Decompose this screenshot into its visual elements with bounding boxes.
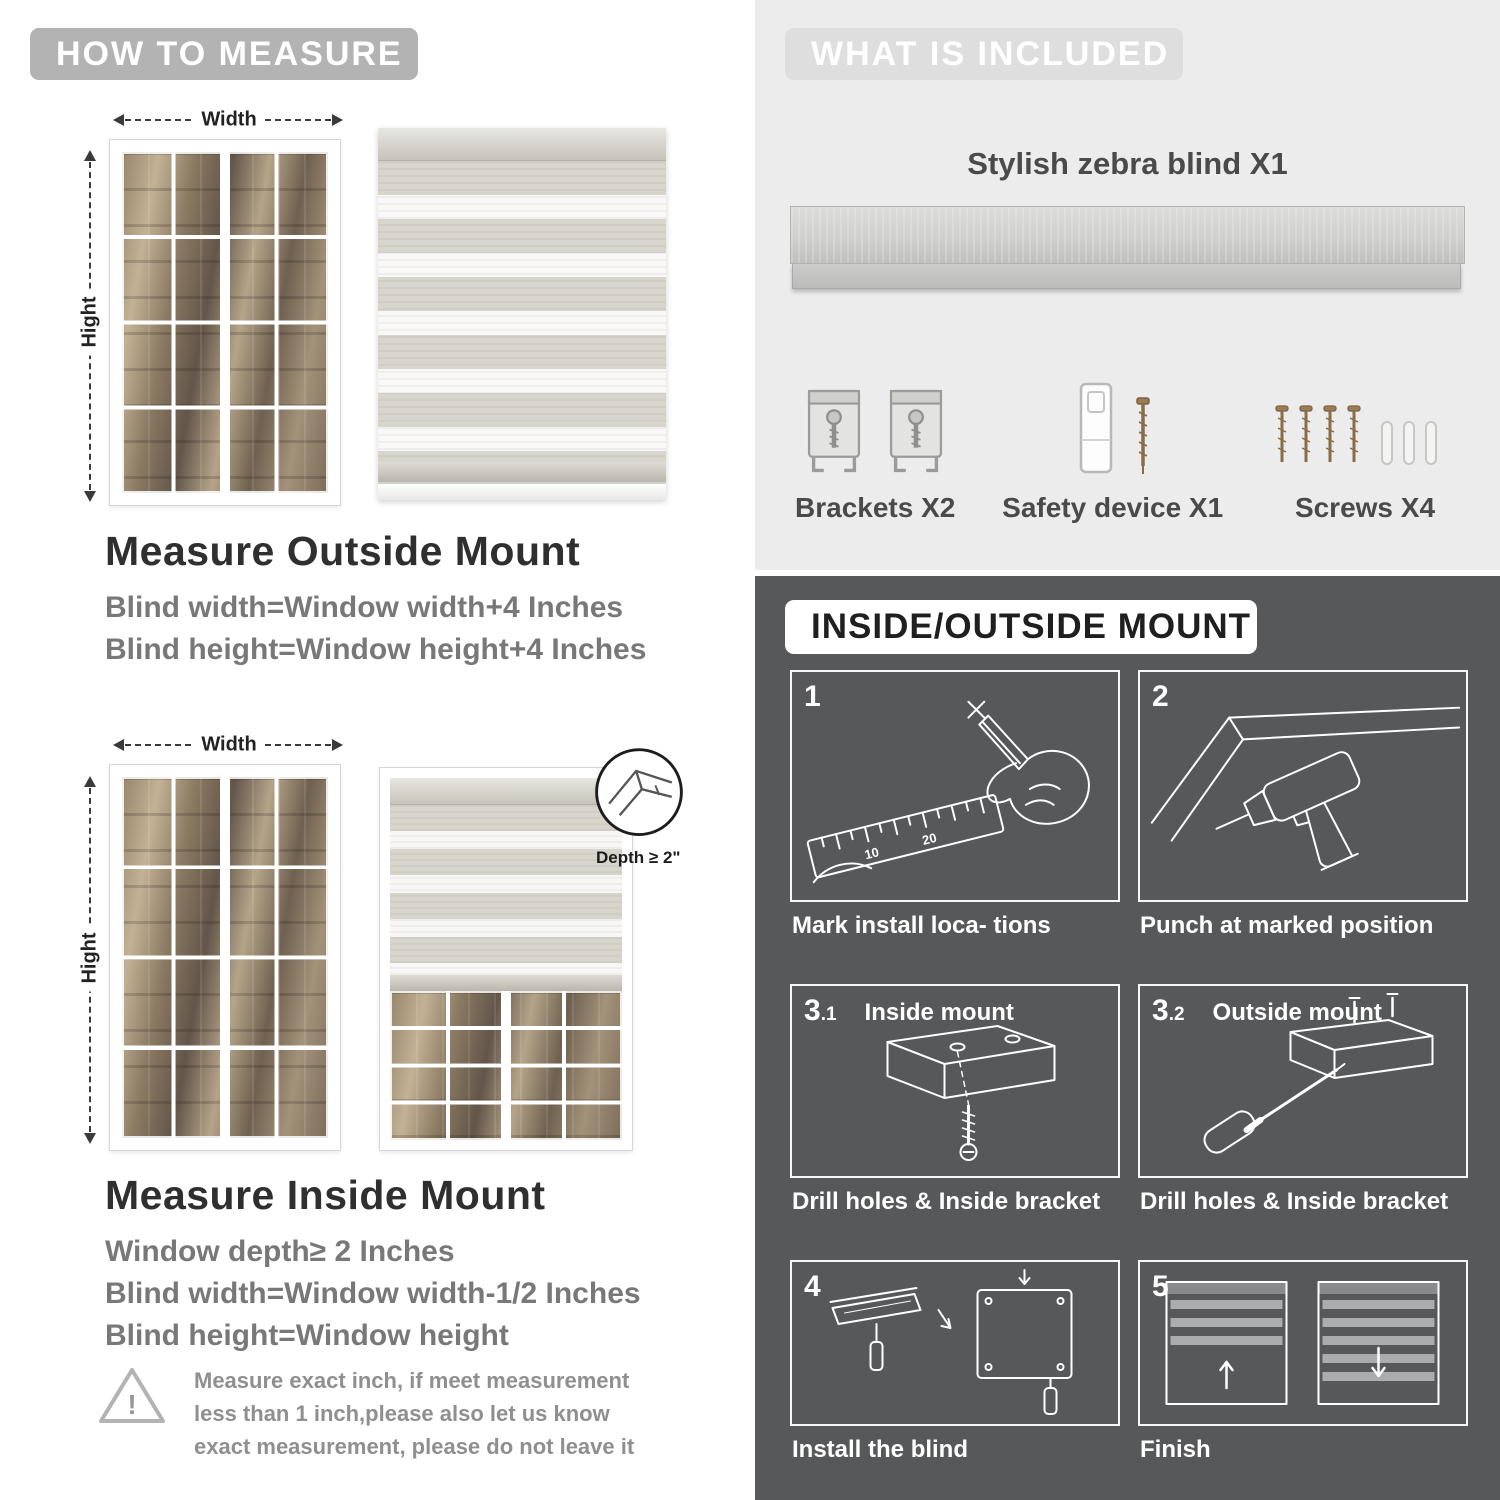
step-5: 5 xyxy=(1138,1260,1468,1474)
step-3-1-panel: 3 .1 Inside mount xyxy=(790,984,1120,1178)
safety-device-label: Safety device X1 xyxy=(1002,492,1224,523)
step-5-caption: Finish xyxy=(1140,1436,1211,1463)
blind-bottom-rail xyxy=(378,462,666,482)
window-glass xyxy=(122,777,328,1138)
screw-icon xyxy=(1135,397,1150,474)
bracket-icon xyxy=(890,389,943,473)
inside-bracket-illustration xyxy=(886,1025,1056,1161)
what-is-included-header: WHAT IS INCLUDED xyxy=(785,28,1183,80)
window-sill xyxy=(378,482,666,500)
window-illustration-inside xyxy=(110,765,340,1150)
inside-outside-mount-section: INSIDE/OUTSIDE MOUNT 1 xyxy=(755,576,1500,1500)
step-1: 1 10 20 xyxy=(790,670,1120,984)
blind-bottom-rail xyxy=(390,975,622,991)
outside-mount-formula-width: Blind width=Window width+4 Inches xyxy=(105,591,624,624)
what-is-included-section: WHAT IS INCLUDED Stylish zebra blind X1 xyxy=(755,0,1500,570)
safety-device-icon xyxy=(1079,382,1112,474)
step-1-panel: 1 10 20 xyxy=(790,670,1120,902)
what-is-included-title: WHAT IS INCLUDED xyxy=(811,34,1170,73)
step-4: 4 xyxy=(790,1260,1120,1474)
zebra-blind-illustration-outside xyxy=(378,128,666,500)
step-4-panel: 4 xyxy=(790,1260,1120,1426)
window-glass xyxy=(122,152,328,493)
step-2-panel: 2 xyxy=(1138,670,1468,902)
inside-mount-formula-height: Blind height=Window height xyxy=(105,1319,509,1352)
step-3-1: 3 .1 Inside mount xyxy=(790,984,1120,1260)
blind-zebra-fabric xyxy=(378,161,666,462)
outside-mount-text-block: Measure Outside Mount Blind width=Window… xyxy=(105,528,725,675)
ruler-mark-20: 20 xyxy=(921,830,939,848)
zebra-blind-in-window-illustration xyxy=(380,768,632,1150)
height-label-inside: Hight xyxy=(78,924,102,992)
step-3-2-caption: Drill holes & Inside bracket xyxy=(1140,1188,1449,1215)
inside-mount-formula-width: Blind width=Window width-1/2 Inches xyxy=(105,1277,641,1310)
outside-bracket-illustration xyxy=(1203,993,1434,1154)
inside-outside-mount-header: INSIDE/OUTSIDE MOUNT xyxy=(785,600,1257,654)
included-items-row: Brackets X2 Safety devic xyxy=(795,332,1460,524)
included-item-safety-device: Safety device X1 xyxy=(1002,332,1223,524)
step-2-caption: Punch at marked position xyxy=(1140,912,1434,939)
measurement-warning: ! Measure exact inch, if meet measuremen… xyxy=(96,1364,676,1463)
step-number: 1 xyxy=(804,680,821,713)
depth-label: Depth ≥ 2" xyxy=(596,848,681,867)
depth-detail-icon xyxy=(595,748,683,836)
how-to-measure-title: HOW TO MEASURE xyxy=(56,34,403,73)
step-1-caption: Mark install loca- tions xyxy=(792,912,1051,939)
outside-mount-heading: Measure Outside Mount xyxy=(105,528,581,574)
brackets-label: Brackets X2 xyxy=(795,492,956,523)
step-number: 3 xyxy=(804,994,821,1027)
window-illustration-outside xyxy=(110,140,340,505)
blind-zebra-fabric xyxy=(390,805,622,975)
inside-mount-text-block: Measure Inside Mount Window depth≥ 2 Inc… xyxy=(105,1172,725,1361)
window-glass xyxy=(390,991,622,1140)
step-3-2: 3 .2 Outside mount xyxy=(1138,984,1468,1260)
blind-headrail-illustration xyxy=(790,206,1465,289)
screws-label: Screws X4 xyxy=(1294,492,1436,523)
headrail-bottom-lip xyxy=(792,264,1461,289)
anchor-icon xyxy=(1381,421,1437,465)
blind-item-label: Stylish zebra blind X1 xyxy=(967,146,1288,181)
install-blind-illustration xyxy=(829,1269,1073,1415)
warning-text: Measure exact inch, if meet measurement … xyxy=(194,1368,635,1459)
step-3-2-panel: 3 .2 Outside mount xyxy=(1138,984,1468,1178)
blind-cassette xyxy=(378,128,666,161)
step-4-caption: Install the blind xyxy=(792,1436,969,1463)
depth-detail xyxy=(586,742,692,853)
how-to-measure-header: HOW TO MEASURE xyxy=(30,28,418,80)
step-number: 5 xyxy=(1152,1270,1169,1303)
width-label-inside: Width xyxy=(193,733,265,757)
outside-mount-formula-height: Blind height=Window height+4 Inches xyxy=(105,633,647,666)
included-item-brackets: Brackets X2 xyxy=(795,332,955,524)
inside-outside-mount-title: INSIDE/OUTSIDE MOUNT xyxy=(811,607,1252,646)
warning-exclamation: ! xyxy=(127,1389,136,1420)
bracket-icon xyxy=(808,389,861,473)
width-label-outside: Width xyxy=(193,108,265,132)
step-5-panel: 5 xyxy=(1138,1260,1468,1426)
step-3-1-caption: Drill holes & Inside bracket xyxy=(792,1188,1101,1215)
headrail-front-face xyxy=(790,206,1465,264)
inside-mount-formula-depth: Window depth≥ 2 Inches xyxy=(105,1235,455,1268)
blind-cassette xyxy=(390,778,622,805)
punch-position-illustration xyxy=(1150,706,1461,871)
inside-mount-heading: Measure Inside Mount xyxy=(105,1172,546,1218)
step-number: 4 xyxy=(804,1270,821,1303)
finish-illustration xyxy=(1165,1281,1440,1405)
included-item-screws: Screws X4 xyxy=(1270,332,1460,524)
height-label-outside: Hight xyxy=(78,288,102,356)
step-2: 2 xyxy=(1138,670,1468,984)
inside-mount-label: Inside mount xyxy=(864,999,1014,1026)
warning-triangle-icon: ! xyxy=(99,1368,165,1423)
screws-icon xyxy=(1275,405,1437,465)
step-number: 3 xyxy=(1152,994,1169,1027)
outside-mount-label: Outside mount xyxy=(1212,999,1382,1026)
installation-steps-grid: 1 10 20 xyxy=(790,670,1468,1474)
step-number: 2 xyxy=(1152,680,1169,713)
ruler-mark-10: 10 xyxy=(863,844,881,862)
mark-locations-illustration: 10 20 xyxy=(806,700,1090,884)
